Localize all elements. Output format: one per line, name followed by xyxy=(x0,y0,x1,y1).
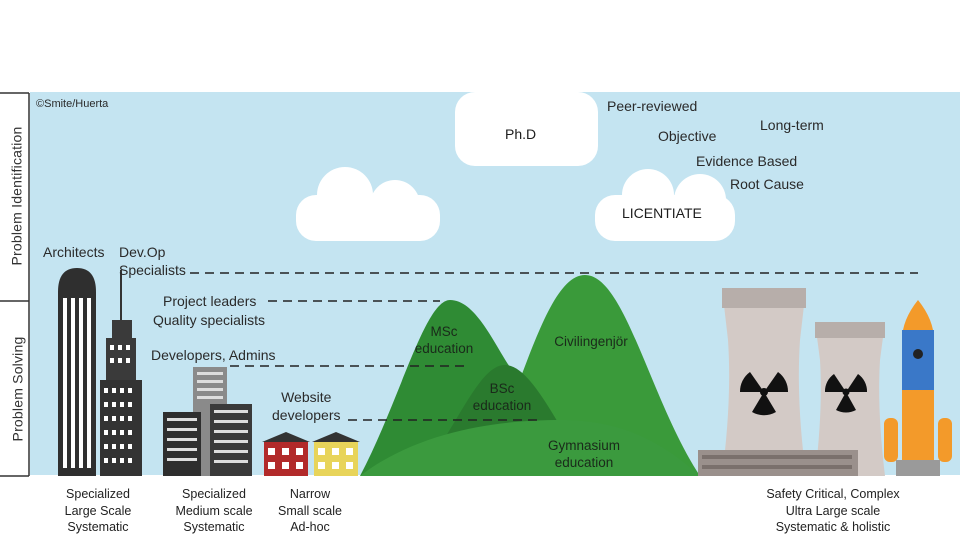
caption-small-scale: Narrow Small scale Ad-hoc xyxy=(270,486,350,536)
caption-large-scale: Specialized Large Scale Systematic xyxy=(50,486,146,536)
project-leaders-label: Project leaders xyxy=(163,292,256,310)
houses-small xyxy=(262,432,360,476)
copyright-text: ©Smite/Huerta xyxy=(36,95,108,113)
long-term-label: Long-term xyxy=(760,116,824,134)
caption-ultra-large-scale: Safety Critical, Complex Ultra Large sca… xyxy=(750,486,916,536)
architects-label: Architects xyxy=(43,243,104,261)
peer-reviewed-label: Peer-reviewed xyxy=(607,97,697,115)
website-developers-label: Website developers xyxy=(272,388,341,424)
gymnasium-label: Gymnasium education xyxy=(540,437,628,471)
civilingenjor-label: Civilingenjör xyxy=(543,333,639,350)
licentiate-label: LICENTIATE xyxy=(622,204,702,222)
tower-architects xyxy=(58,268,96,476)
devop-label: Dev.Op Specialists xyxy=(119,243,186,279)
developers-label: Developers, Admins xyxy=(151,346,276,364)
buildings-medium xyxy=(163,367,252,476)
caption-medium-scale: Specialized Medium scale Systematic xyxy=(164,486,264,536)
quality-specialists-label: Quality specialists xyxy=(153,311,265,329)
tower-devop xyxy=(100,270,142,476)
problem-solving-label: Problem Solving xyxy=(6,306,28,471)
rocket-icon xyxy=(884,300,952,476)
education-hills xyxy=(360,275,700,476)
bsc-label: BSc education xyxy=(464,380,540,414)
phd-label: Ph.D xyxy=(505,125,536,143)
root-cause-label: Root Cause xyxy=(730,175,804,193)
msc-label: MSc education xyxy=(408,323,480,357)
evidence-based-label: Evidence Based xyxy=(696,152,797,170)
problem-identification-label: Problem Identification xyxy=(6,96,28,296)
cloud-left xyxy=(296,167,440,241)
objective-label: Objective xyxy=(658,127,716,145)
